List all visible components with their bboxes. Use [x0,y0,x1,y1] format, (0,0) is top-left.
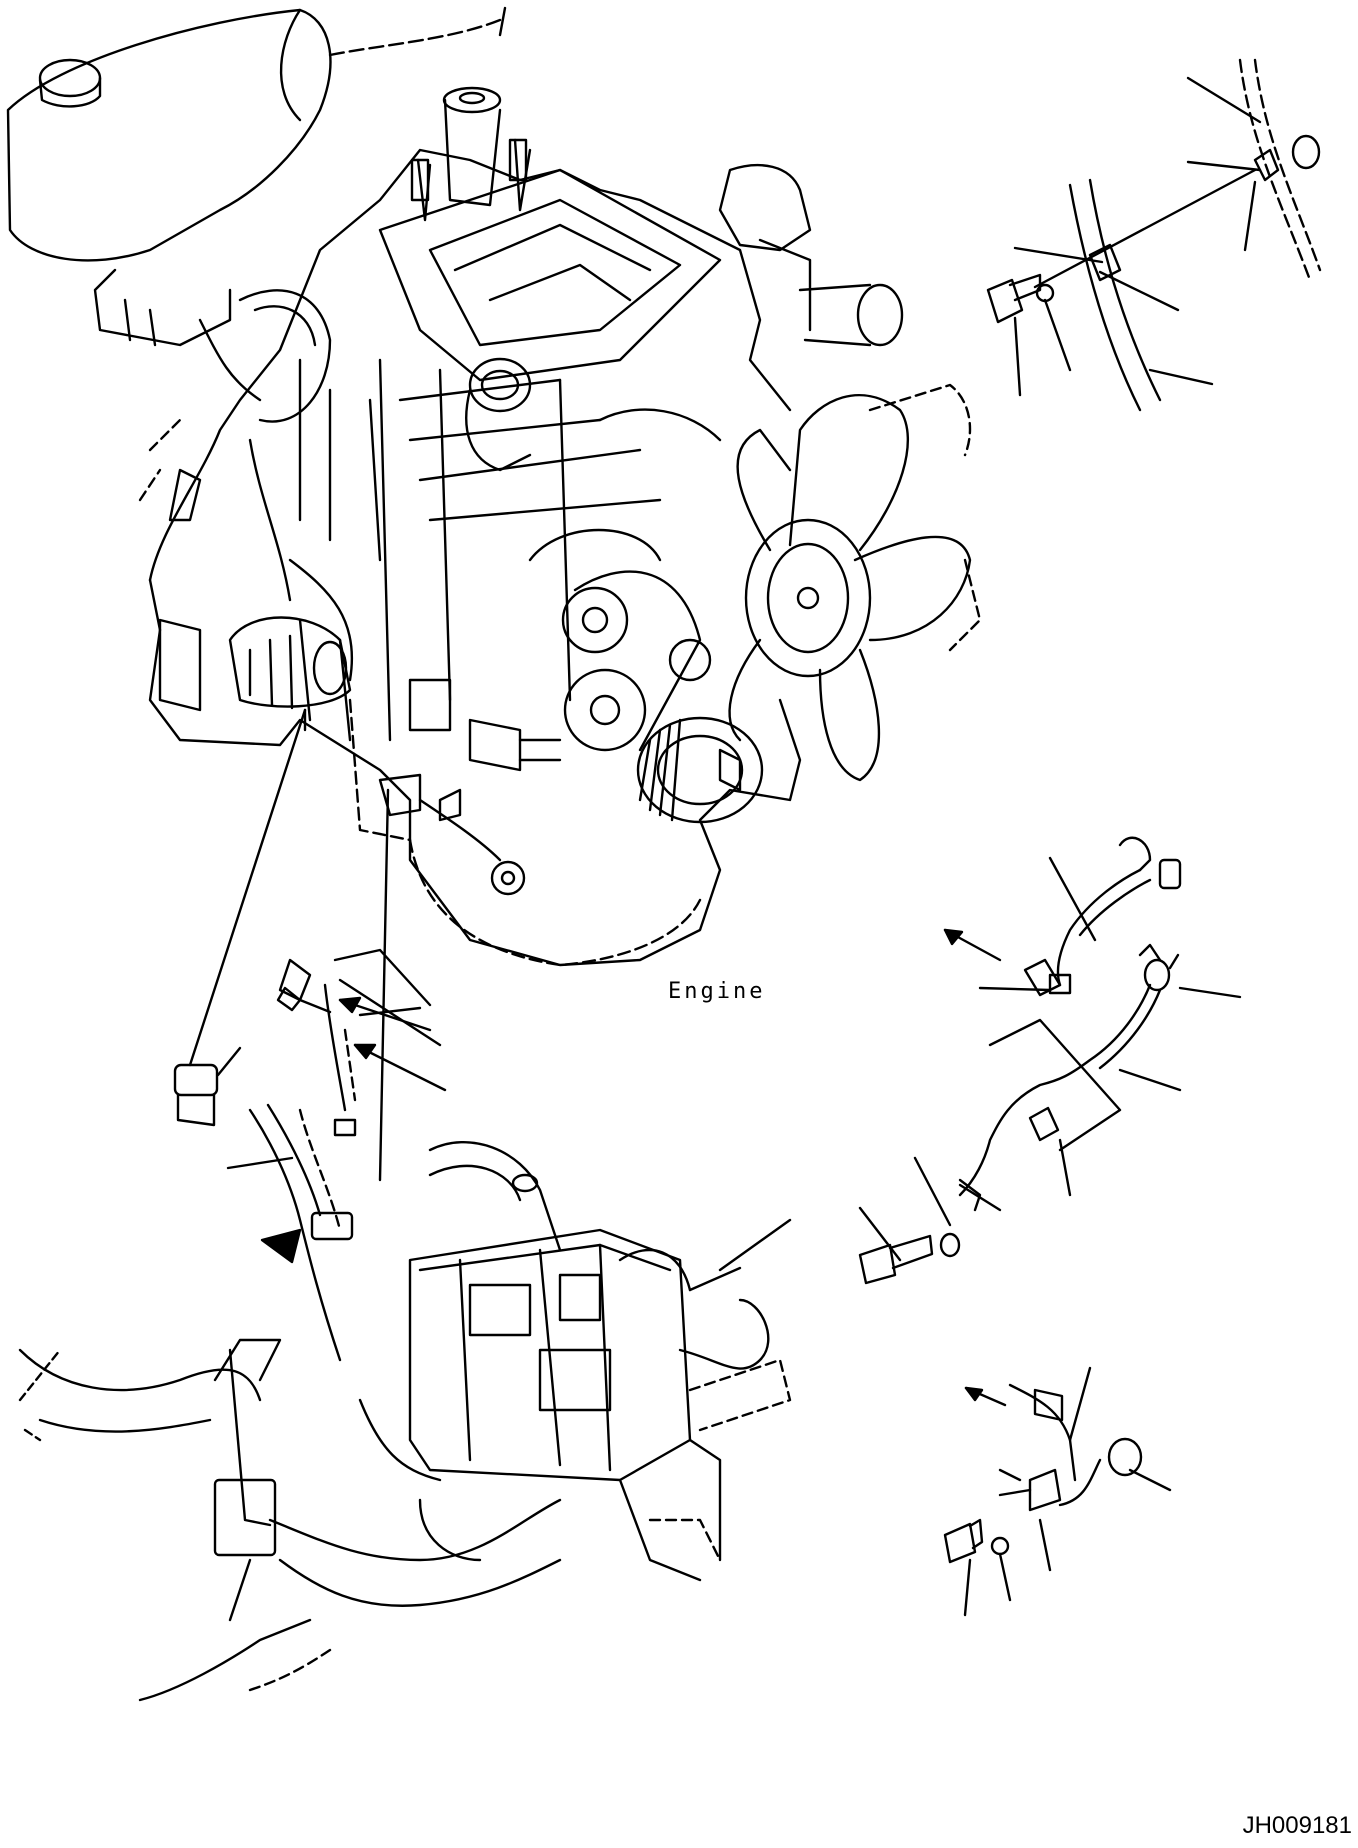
bolts [986,58,1322,412]
cooling-fan [728,383,982,782]
muffler [6,6,507,347]
clamps [943,1366,1172,1617]
leader-lines [188,708,390,1182]
starter-motor [228,616,562,772]
drawing-code: JH009181 [1242,1812,1352,1839]
wiring-harness [18,948,792,1702]
engine-assembly [138,86,904,967]
direction-arrows [276,986,447,1092]
battery-cables [858,836,1242,1285]
alternator [636,716,764,824]
engine-label: Engine [668,979,766,1004]
